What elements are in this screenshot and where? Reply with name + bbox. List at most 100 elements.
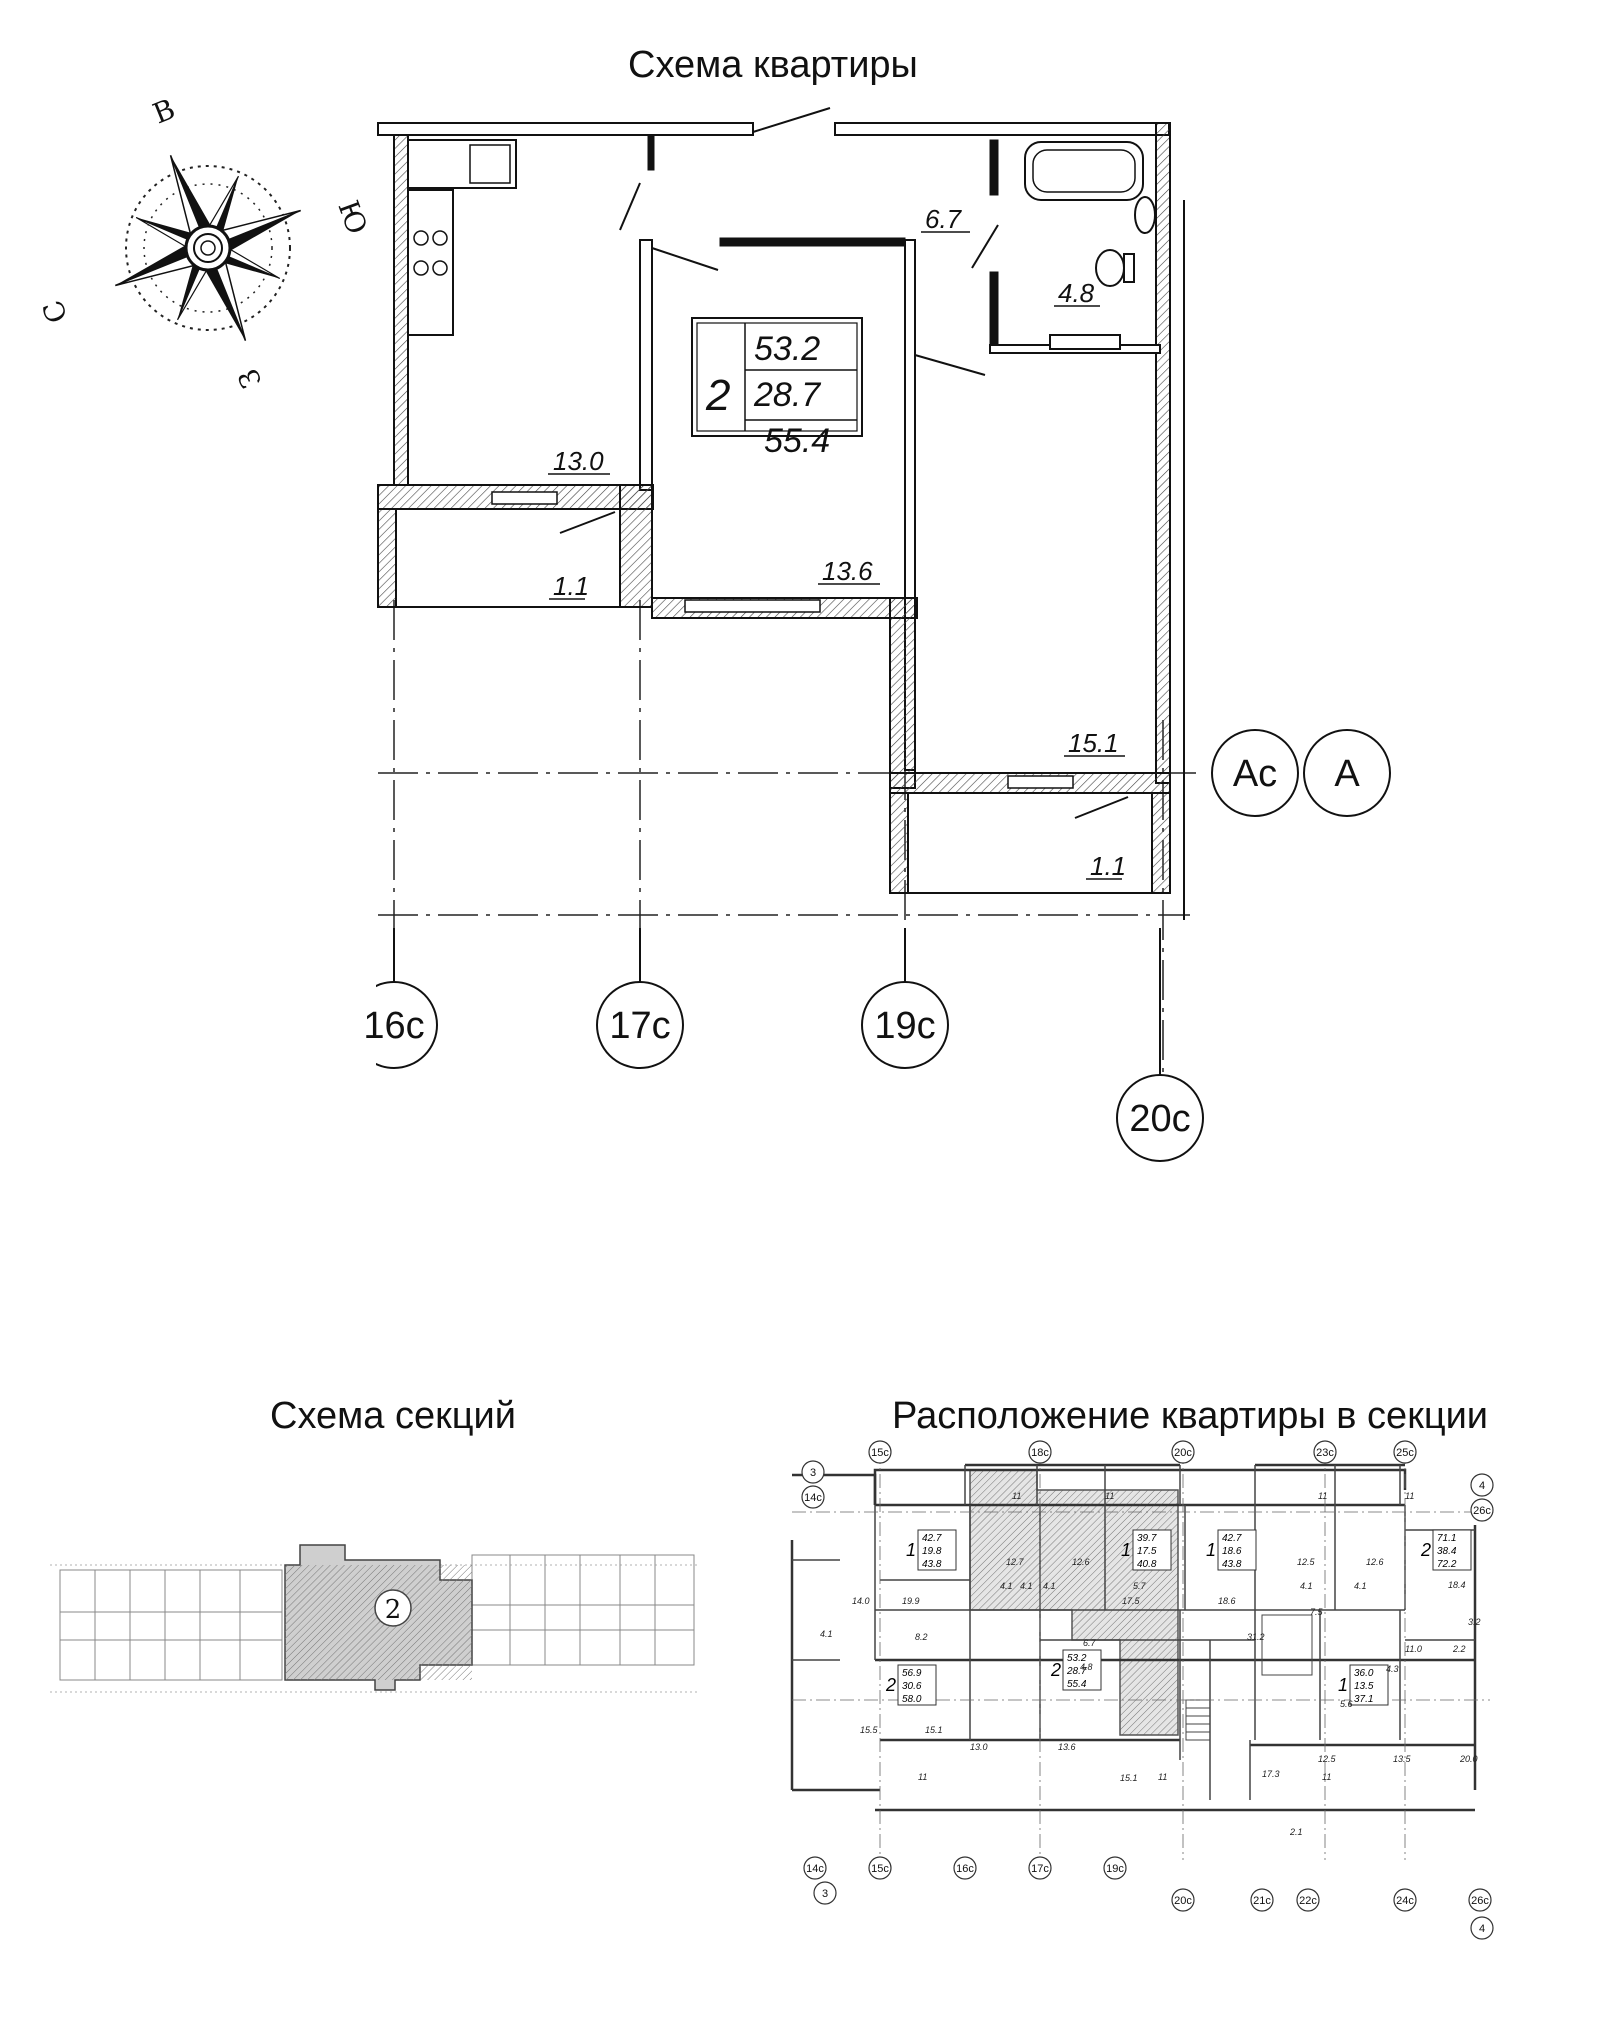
section-apartment-value: 40.8 bbox=[1137, 1559, 1157, 1570]
section-apartment-value: 72.2 bbox=[1437, 1559, 1457, 1570]
axis-A: А bbox=[1334, 753, 1360, 795]
section-room-area-label: 12.6 bbox=[1366, 1557, 1384, 1567]
section-room-area-label: 2.2 bbox=[1452, 1644, 1466, 1654]
section-apartment-value: 55.4 bbox=[1067, 1679, 1087, 1690]
balcony-right-area: 1.1 bbox=[1090, 851, 1126, 881]
balcony-left-area: 1.1 bbox=[553, 571, 589, 601]
sp-axis-top-left-14c: 14с bbox=[804, 1492, 822, 1504]
section-room-area-label: 19.9 bbox=[902, 1596, 920, 1606]
section-room-area-label: 12.6 bbox=[1072, 1557, 1090, 1567]
section-room-area-label: 6.7 bbox=[1083, 1638, 1097, 1648]
section-room-area-label: 5.6 bbox=[1340, 1699, 1353, 1709]
section-room-area-label: 7.5 bbox=[1310, 1607, 1324, 1617]
compass-west-label: З bbox=[231, 364, 268, 393]
room-middle-area: 13.6 bbox=[822, 556, 873, 586]
section-apartment-value: 39.7 bbox=[1137, 1533, 1157, 1544]
section-room-area-label: 15.1 bbox=[925, 1725, 943, 1735]
info-living-area: 53.2 bbox=[754, 330, 820, 368]
section-apartment-value: 37.1 bbox=[1354, 1694, 1373, 1705]
sections-highlight-label: 2 bbox=[385, 1595, 402, 1625]
section-apartment-value: 42.7 bbox=[1222, 1533, 1242, 1544]
section-room-area-label: 15.5 bbox=[860, 1725, 879, 1735]
axis-Ac: Ас bbox=[1233, 753, 1277, 795]
section-apartment-value: 36.0 bbox=[1354, 1668, 1374, 1679]
section-apartment-rooms: 2 bbox=[1050, 1660, 1061, 1680]
section-apartment-rooms: 1 bbox=[906, 1540, 916, 1560]
axis-19c: 19с bbox=[874, 1005, 935, 1047]
section-room-area-label: 4.8 bbox=[1080, 1662, 1093, 1672]
section-room-area-label: 31.2 bbox=[1247, 1632, 1265, 1642]
section-apartment-box: 1 36.0 13.5 37.1 bbox=[1338, 1664, 1389, 1706]
section-apartment-rooms: 2 bbox=[885, 1675, 896, 1695]
sp-axis-top-right-26c: 26с bbox=[1473, 1505, 1491, 1517]
section-apartment-value: 43.8 bbox=[922, 1559, 942, 1570]
section-room-area-label: 18.4 bbox=[1448, 1580, 1466, 1590]
sp-axis-top-25c: 25с bbox=[1396, 1447, 1414, 1459]
sp-axis-bottom-right-4: 4 bbox=[1479, 1923, 1485, 1935]
section-apartment-box: 139.717.540.8 bbox=[1121, 1529, 1172, 1571]
room-area-labels: 13.0 13.6 15.1 6.7 4.8 1.1 1.1 bbox=[553, 204, 1126, 881]
section-room-area-label: 12.7 bbox=[1006, 1557, 1025, 1567]
section-room-area-label: 11 bbox=[1105, 1491, 1114, 1501]
section-apartment-box: 256.930.658.0 bbox=[885, 1664, 937, 1706]
section-room-area-label: 4.1 bbox=[1300, 1581, 1313, 1591]
bathroom-area: 4.8 bbox=[1058, 278, 1095, 308]
section-room-area-label: 13.5 bbox=[1393, 1754, 1412, 1764]
info-living-rooms-area: 28.7 bbox=[753, 376, 821, 414]
section-apartment-value: 58.0 bbox=[902, 1694, 922, 1705]
section-apartment-value: 28.7 bbox=[1066, 1666, 1087, 1677]
section-room-area-label: 8.2 bbox=[915, 1632, 928, 1642]
sp-axis-bottom-19c: 19с bbox=[1106, 1863, 1124, 1875]
section-room-area-label: 3.2 bbox=[1468, 1617, 1481, 1627]
section-room-area-label: 20.0 bbox=[1459, 1754, 1478, 1764]
sp-axis-top-23c: 23с bbox=[1316, 1447, 1334, 1459]
section-plan: 3 14с 15с 18с 20с 23с 25с 4 26с 14с 15с … bbox=[790, 1440, 1494, 1940]
section-apartment-rooms: 1 bbox=[1338, 1675, 1348, 1695]
section-apartment-box: 253.228.755.4 bbox=[1050, 1649, 1102, 1691]
section-room-area-label: 15.1 bbox=[1120, 1773, 1138, 1783]
sp-axis-bottom-16c: 16с bbox=[956, 1863, 974, 1875]
apartment-plan bbox=[377, 107, 1196, 1080]
section-apartment-box: 142.718.643.8 bbox=[1206, 1529, 1257, 1571]
section-room-area-label: 11.0 bbox=[1405, 1644, 1422, 1654]
sp-axis-bottom-24c: 24с bbox=[1396, 1895, 1414, 1907]
section-room-area-label: 4.1 bbox=[1043, 1581, 1056, 1591]
apartment-info-box: 2 53.2 28.7 55.4 bbox=[705, 330, 830, 460]
compass-rose: В Ю З С bbox=[36, 92, 374, 393]
section-room-area-label: 17.3 bbox=[1262, 1769, 1280, 1779]
kitchen-area: 13.0 bbox=[553, 446, 604, 476]
section-apartment-value: 38.4 bbox=[1437, 1546, 1457, 1557]
section-room-area-label: 12.5 bbox=[1318, 1754, 1337, 1764]
section-apartment-rooms: 2 bbox=[1420, 1540, 1431, 1560]
sections-scheme-title: Схема секций bbox=[270, 1395, 516, 1437]
axis-20c: 20с bbox=[1129, 1098, 1190, 1140]
sp-axis-bottom-26c: 26с bbox=[1471, 1895, 1489, 1907]
section-room-area-label: 13.0 bbox=[970, 1742, 988, 1752]
section-room-area-label: 4.1 bbox=[1354, 1581, 1367, 1591]
room-right-area: 15.1 bbox=[1068, 728, 1119, 758]
axis-labels: 16с 17с 19с 20с Ас А bbox=[363, 753, 1360, 1140]
location-in-section-title: Расположение квартиры в секции bbox=[892, 1395, 1489, 1437]
sp-axis-bottom-left-3: 3 bbox=[822, 1888, 828, 1900]
section-room-area-label: 11 bbox=[918, 1772, 927, 1782]
compass-north-label: С bbox=[36, 296, 75, 328]
info-total-area: 55.4 bbox=[764, 422, 830, 460]
section-room-area-label: 4.1 bbox=[1000, 1581, 1013, 1591]
section-room-area-label: 14.0 bbox=[852, 1596, 870, 1606]
section-room-area-label: 4.1 bbox=[820, 1629, 833, 1639]
sections-scheme: 2 bbox=[50, 1544, 700, 1693]
section-apartment-value: 18.6 bbox=[1222, 1546, 1242, 1557]
sp-axis-bottom-14c: 14с bbox=[806, 1863, 824, 1875]
apartment-scheme-title: Схема квартиры bbox=[628, 44, 918, 86]
compass-east-label: В bbox=[148, 92, 179, 130]
section-apartment-value: 13.5 bbox=[1354, 1681, 1374, 1692]
section-room-area-label: 11 bbox=[1158, 1772, 1167, 1782]
axis-16c: 16с bbox=[363, 1005, 424, 1047]
section-room-area-label: 11 bbox=[1012, 1491, 1021, 1501]
axis-17c: 17с bbox=[609, 1005, 670, 1047]
area-underlines bbox=[548, 231, 1125, 880]
sp-axis-bottom-22c: 22с bbox=[1299, 1895, 1317, 1907]
compass-south-label: Ю bbox=[331, 196, 373, 239]
section-apartment-value: 71.1 bbox=[1437, 1533, 1456, 1544]
